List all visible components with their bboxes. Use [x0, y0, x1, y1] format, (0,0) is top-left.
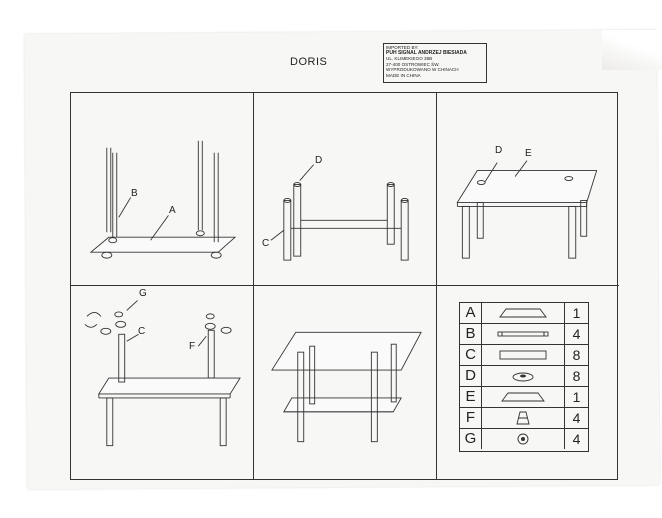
- part-letter: F: [460, 408, 482, 428]
- importer-line: 27-400 OSTROWIEC ŚW.: [386, 61, 440, 67]
- parts-row: E 1: [460, 387, 588, 408]
- part-qty: 8: [564, 366, 588, 386]
- part-qty: 1: [564, 303, 588, 323]
- step-2-panel: D C: [254, 93, 437, 286]
- part-label: C: [138, 326, 146, 337]
- part-qty: 1: [564, 387, 588, 407]
- part-qty: 4: [564, 429, 588, 449]
- part-letter: A: [460, 303, 482, 323]
- importer-line: MADE IN CHINA: [386, 72, 421, 78]
- step-3-panel: D E: [437, 93, 619, 286]
- part-qty: 4: [564, 408, 588, 428]
- importer-line: IMPORTED BY:: [386, 45, 419, 50]
- step-3-drawing: [456, 160, 598, 259]
- part-qty: 8: [564, 345, 588, 365]
- step-4-panel: G C F: [71, 286, 254, 479]
- nut-icon: [484, 429, 562, 449]
- step-2-drawing: [270, 164, 409, 261]
- part-label: A: [169, 205, 176, 216]
- cone-foot-icon: [484, 408, 562, 428]
- suction-pad-icon: [484, 366, 562, 386]
- part-qty: 4: [564, 324, 588, 344]
- importer-line: WYPRODUKOWANO W CHINACH: [386, 67, 459, 73]
- part-label: B: [131, 188, 138, 199]
- part-label: D: [495, 145, 503, 156]
- step-4-drawing: [84, 300, 241, 447]
- part-letter: G: [460, 429, 482, 449]
- part-letter: C: [460, 345, 482, 365]
- step-5-drawing: [271, 331, 422, 443]
- parts-table: A 1 B 4 C 8 D: [459, 302, 589, 452]
- part-letter: E: [460, 387, 482, 407]
- importer-line: UL. KLIMEKIEGO 36B: [386, 56, 433, 62]
- part-label: D: [315, 155, 323, 166]
- part-letter: D: [460, 366, 482, 386]
- step-1-panel: B A: [71, 93, 254, 286]
- assembly-grid: B A D C: [70, 92, 619, 480]
- part-letter: B: [460, 324, 482, 344]
- threaded-rod-icon: [484, 324, 562, 344]
- glass-shelf-icon: [484, 303, 562, 323]
- parts-table-panel: A 1 B 4 C 8 D: [437, 286, 619, 479]
- parts-row: F 4: [460, 408, 588, 429]
- part-label: F: [189, 341, 196, 352]
- importer-line: PUH SIGNAL ANDRZEJ BIESIADA: [386, 49, 467, 56]
- part-label: E: [525, 148, 532, 159]
- glass-top-icon: [484, 387, 562, 407]
- parts-row: C 8: [460, 345, 588, 366]
- step-1-drawing: [89, 140, 237, 259]
- part-label: C: [262, 238, 270, 249]
- parts-row: G 4: [460, 429, 588, 450]
- product-title: DORIS: [290, 56, 328, 68]
- tube-leg-icon: [484, 345, 562, 365]
- step-5-panel: [254, 286, 437, 479]
- part-label: G: [139, 288, 147, 299]
- importer-label: IMPORTED BY: PUH SIGNAL ANDRZEJ BIESIADA…: [383, 43, 487, 83]
- parts-row: D 8: [460, 366, 588, 387]
- paper-curl: [602, 30, 662, 70]
- parts-row: A 1: [460, 303, 588, 324]
- parts-row: B 4: [460, 324, 588, 345]
